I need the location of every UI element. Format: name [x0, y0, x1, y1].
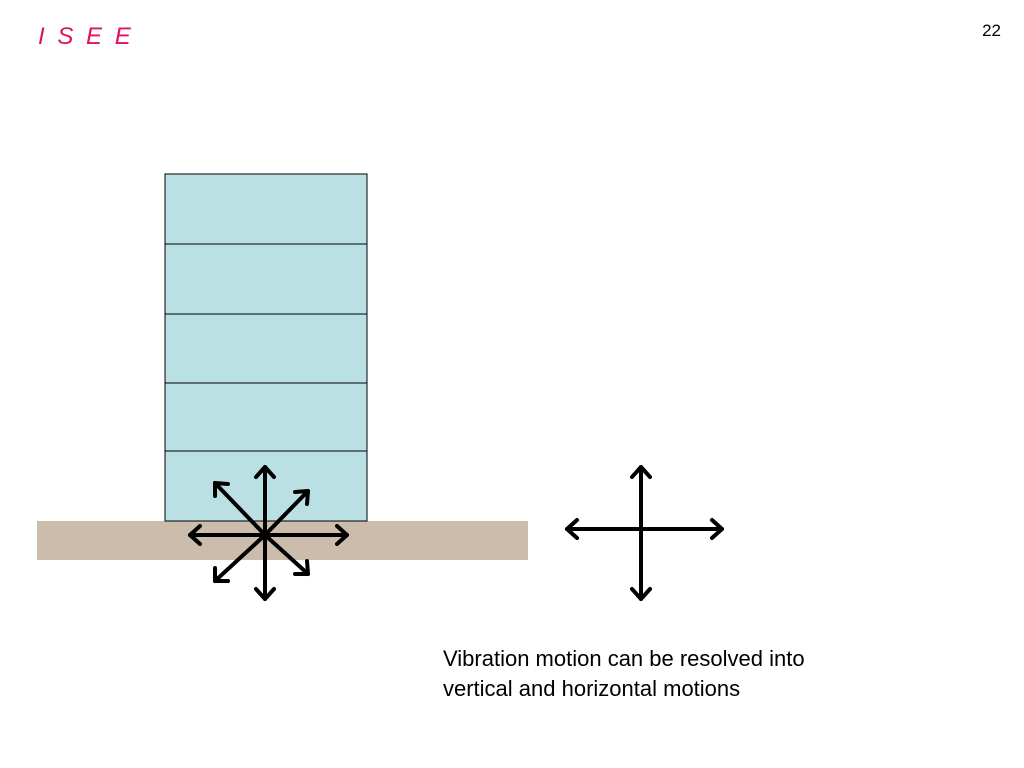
building-floor-3 [164, 313, 368, 384]
building [164, 173, 368, 522]
arrow-down-left [213, 533, 267, 583]
component-arrow-right [639, 518, 724, 540]
caption: Vibration motion can be resolved into ve… [443, 644, 963, 704]
building-floor-4 [164, 243, 368, 315]
caption-line-1: Vibration motion can be resolved into [443, 646, 805, 671]
arrow-right [263, 524, 349, 546]
ground-slab [37, 521, 528, 560]
component-arrow-up [630, 465, 652, 531]
arrow-up-right [263, 489, 310, 537]
arrow-up [254, 465, 276, 537]
building-floor-5 [164, 173, 368, 245]
arrow-left [188, 524, 267, 546]
component-arrow-down [630, 527, 652, 601]
arrow-up-left [213, 481, 267, 537]
arrow-down-right [263, 533, 310, 576]
component-arrow-left [565, 518, 643, 540]
radial-arrows [188, 465, 349, 601]
page-number: 22 [982, 21, 1001, 40]
brand-title: I S E E [38, 23, 134, 50]
arrow-down [254, 533, 276, 601]
component-arrows [565, 465, 724, 601]
building-floor-2 [164, 382, 368, 452]
caption-line-2: vertical and horizontal motions [443, 676, 741, 701]
